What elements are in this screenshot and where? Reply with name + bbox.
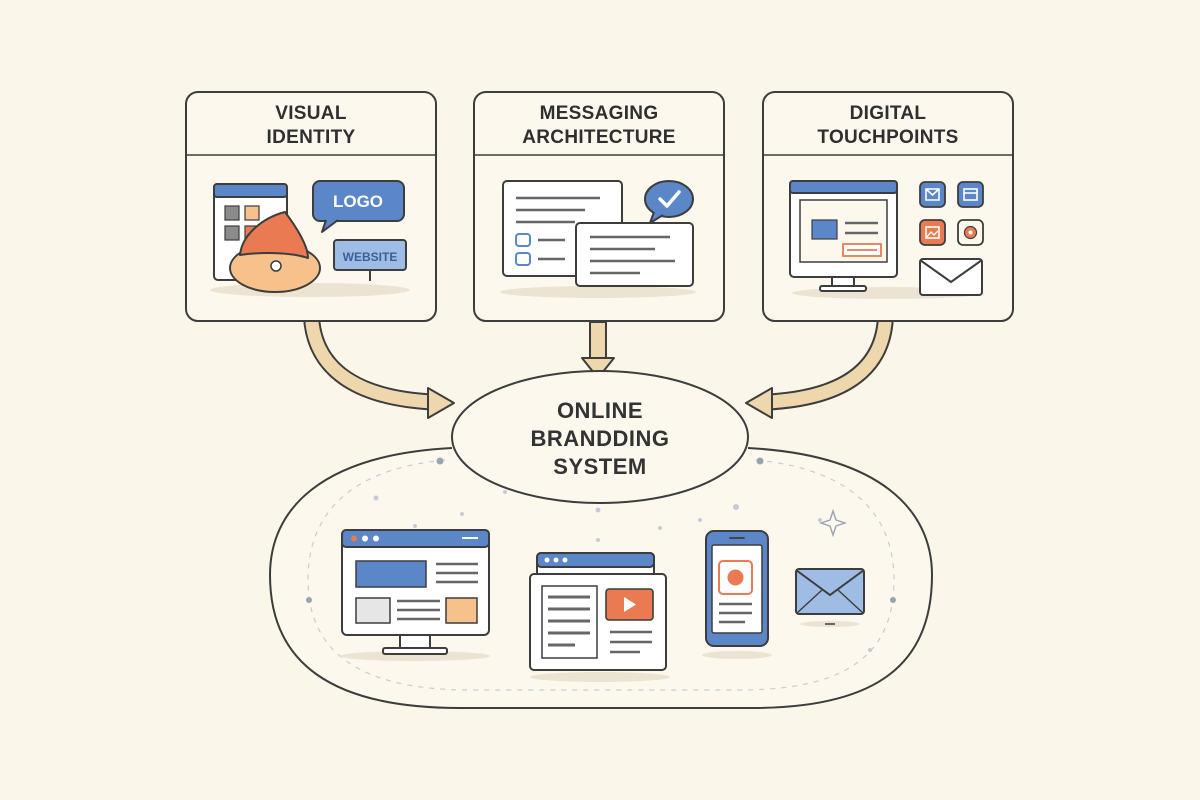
card-title-line: IDENTITY xyxy=(266,127,356,148)
card-visual-identity: LOGO WEBSITE xyxy=(185,91,437,322)
card-title-line: VISUAL xyxy=(275,103,347,124)
checkmark-chat-icon xyxy=(644,180,694,224)
video-platform-icon xyxy=(529,552,670,682)
online-branding-hub xyxy=(451,370,749,504)
card-title-line: ARCHITECTURE xyxy=(522,127,676,148)
logo-badge-label: LOGO xyxy=(333,192,383,211)
card-title-messaging-architecture: MESSAGING ARCHITECTURE xyxy=(474,102,724,150)
card-title-visual-identity: VISUAL IDENTITY xyxy=(186,102,436,150)
card-title-line: TOUCHPOINTS xyxy=(817,127,959,148)
settings-app-icon xyxy=(957,219,984,246)
website-signboard: WEBSITE xyxy=(333,239,407,281)
email-icon xyxy=(795,568,865,627)
card-digital-touchpoints xyxy=(762,91,1014,322)
envelope-icon xyxy=(919,258,983,296)
hub-title-line: BRANDDING xyxy=(530,426,670,451)
desktop-website-icon xyxy=(340,529,490,661)
image-app-icon xyxy=(919,219,946,246)
card-messaging-architecture xyxy=(473,91,725,322)
hub-title-line: ONLINE xyxy=(556,398,644,423)
website-sign-label: WEBSITE xyxy=(343,250,398,264)
document-front-icon xyxy=(575,222,694,287)
mobile-app-icon xyxy=(702,530,772,659)
hub-title: ONLINE BRANDDING SYSTEM xyxy=(452,397,748,481)
drop-shape-logo-icon xyxy=(229,211,321,293)
card-title-line: MESSAGING xyxy=(539,103,659,124)
hub-title-line: SYSTEM xyxy=(553,454,647,479)
decorative-sparkles xyxy=(373,490,872,652)
card-title-line: DIGITAL xyxy=(849,103,927,124)
browser-app-icon xyxy=(957,181,984,208)
arrow-messaging-to-hub xyxy=(581,321,615,379)
desktop-monitor-icon xyxy=(789,180,898,292)
arrow-visual-to-hub xyxy=(303,314,455,419)
logo-speech-badge: LOGO xyxy=(312,180,405,233)
mail-app-icon xyxy=(919,181,946,208)
arrow-touchpoints-to-hub xyxy=(745,314,894,419)
card-title-digital-touchpoints: DIGITAL TOUCHPOINTS xyxy=(763,102,1013,150)
channels-container xyxy=(268,447,934,709)
